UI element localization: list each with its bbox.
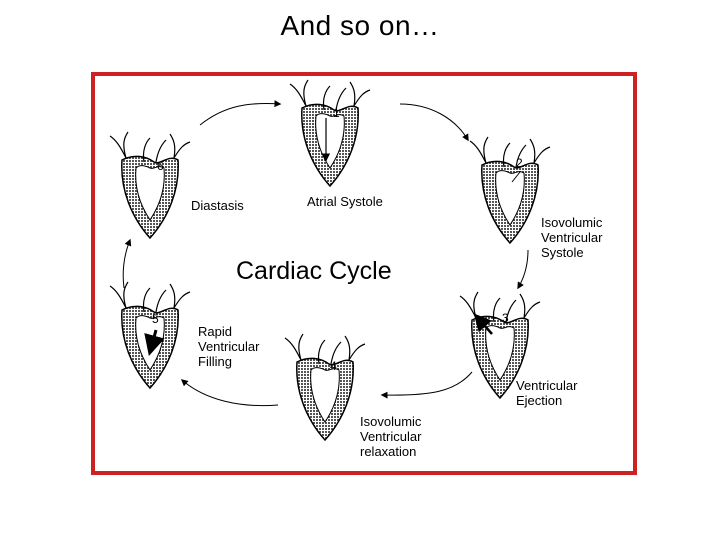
stage-number-1: 1 [333,106,340,120]
stage-label-1: Atrial Systole [307,194,383,209]
stage-number-5: 5 [152,312,159,326]
stage-label-2: Isovolumic Ventricular Systole [541,215,606,260]
slide-title: And so on… [280,10,440,41]
heart-stage-4 [284,333,366,441]
stage-label-4: Isovolumic Ventricular relaxation [360,414,425,459]
heart-stage-5 [109,281,191,389]
stage-number-3: 3 [502,311,509,325]
stage-number-2: 2 [516,156,523,170]
heart-stage-2 [469,136,551,244]
stage-label-3: Ventricular Ejection [516,378,581,408]
stage-label-6: Diastasis [191,198,244,213]
stage-number-4: 4 [330,359,337,373]
heart-stage-6 [109,131,191,239]
diagram-frame [91,72,637,475]
stage-number-6: 6 [157,159,164,173]
diagram-center-title: Cardiac Cycle [236,257,392,285]
heart-stage-1 [289,79,371,187]
cycle-arrows [122,100,529,407]
stage-label-5: Rapid Ventricular Filling [198,324,263,369]
